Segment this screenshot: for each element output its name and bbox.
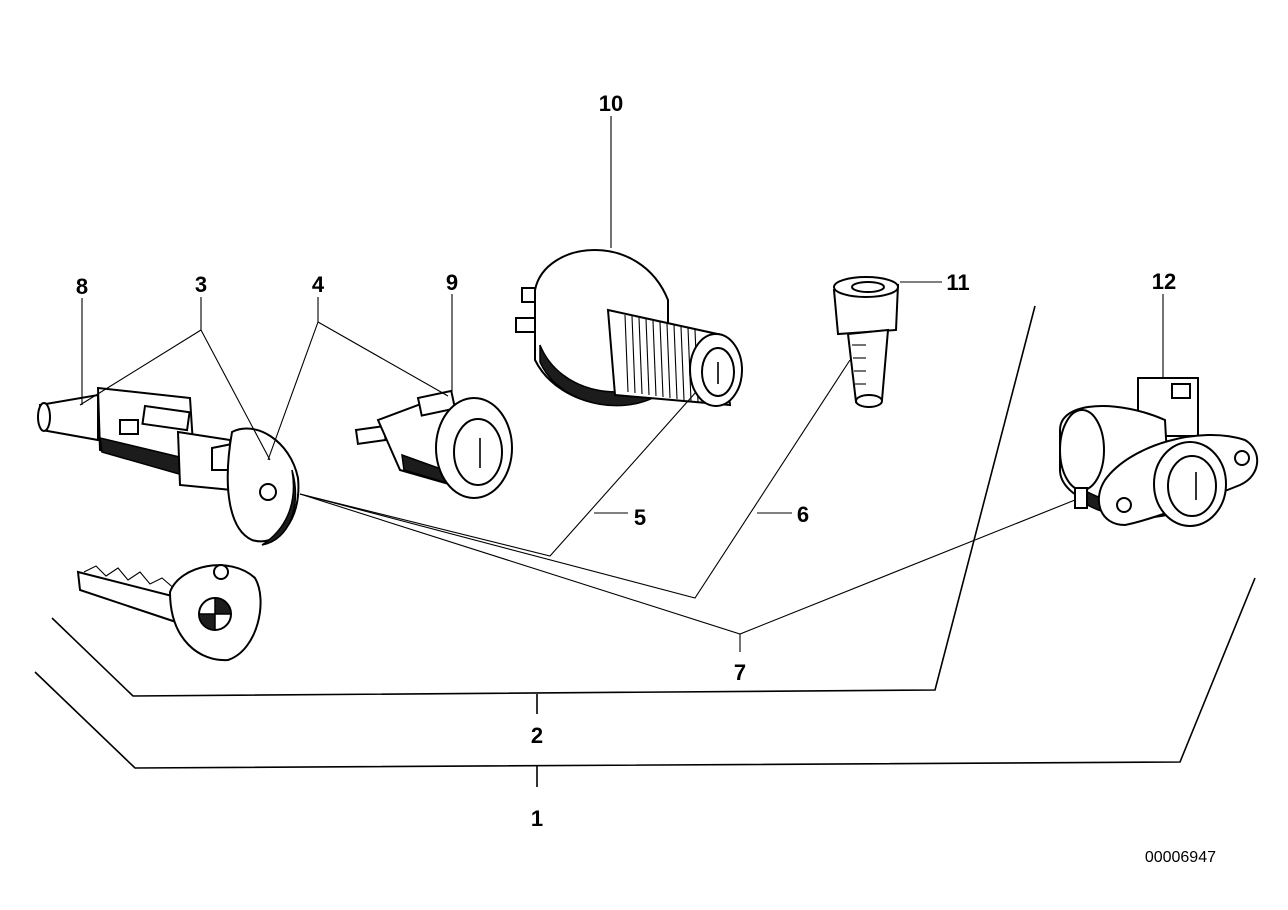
ignition-lock-10 [515, 249, 743, 407]
assembly-bracket-1 [34, 577, 1256, 787]
callout-9: 9 [446, 270, 458, 295]
flanged-lock-12 [1059, 377, 1259, 527]
callout-1: 1 [531, 806, 543, 831]
key-blank [211, 427, 300, 546]
callout-3: 3 [195, 272, 207, 297]
callout-10: 10 [599, 91, 623, 116]
callout-8: 8 [76, 274, 88, 299]
leader-lines [79, 116, 1164, 652]
bmw-key [76, 564, 262, 662]
callout-11: 11 [946, 270, 969, 295]
callout-5: 5 [634, 505, 646, 530]
callout-2: 2 [531, 723, 543, 748]
callout-7: 7 [734, 660, 746, 685]
lock-cylinder-9 [354, 389, 513, 499]
callout-12: 12 [1152, 269, 1176, 294]
callout-4: 4 [312, 272, 325, 297]
lock-barrel-11 [832, 276, 900, 408]
lock-cylinder-8 [37, 386, 234, 492]
callout-6: 6 [797, 502, 809, 527]
assembly-bracket-2 [51, 305, 1036, 714]
diagram-reference-number: 00006947 [1145, 849, 1216, 866]
